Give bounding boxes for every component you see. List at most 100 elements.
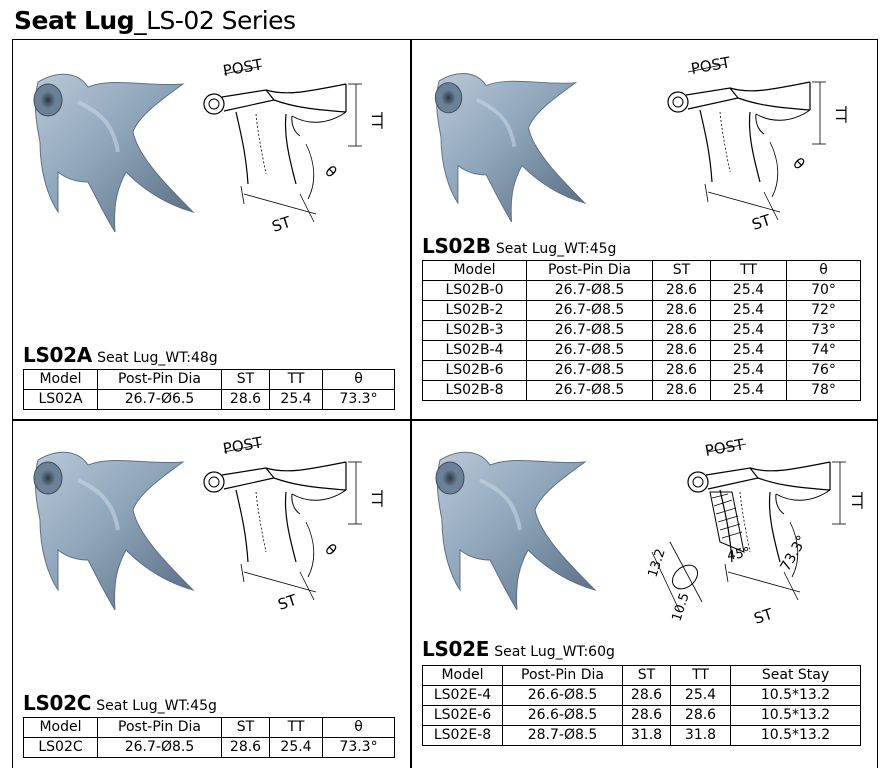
col-header: θ (322, 717, 395, 738)
table-cell: LS02B-4 (422, 340, 527, 361)
col-header: Post-Pin Dia (97, 717, 222, 738)
table-cell: 26.7-Ø8.5 (526, 320, 653, 341)
table-cell: 28.6 (221, 389, 270, 410)
table-cell: 28.6 (622, 705, 671, 726)
table-cell: 28.6 (221, 737, 270, 758)
table-row: LS02B-6 26.7-Ø8.5 28.6 25.4 76° (422, 360, 861, 381)
col-header: Post-Pin Dia (97, 369, 222, 390)
spec-table-ls02c: Model Post-Pin Dia ST TT θ LS02C 26.7-Ø8… (23, 717, 395, 758)
table-cell: 26.7-Ø8.5 (526, 380, 653, 401)
table-cell: 76° (786, 360, 861, 381)
col-header: Model (422, 260, 527, 281)
model-code-ls02e: LS02E (422, 637, 490, 661)
diagram-theta-label: θ (789, 154, 808, 173)
col-header: θ (322, 369, 395, 390)
table-cell: LS02B-0 (422, 280, 527, 301)
grid-horizontal-divider (12, 419, 878, 421)
table-cell: 26.6-Ø8.5 (502, 685, 623, 706)
table-header-row: Model Post-Pin Dia ST TT Seat Stay (422, 665, 861, 686)
lug-photo-ls02e (420, 440, 600, 610)
diagram-tt-label: TT (368, 489, 384, 507)
table-row: LS02C 26.7-Ø8.5 28.6 25.4 73.3° (23, 737, 395, 758)
table-cell: LS02A (23, 389, 98, 410)
col-header: Model (23, 369, 98, 390)
table-header-row: Model Post-Pin Dia ST TT θ (422, 260, 861, 281)
col-header: TT (670, 665, 731, 686)
table-cell: LS02E-6 (422, 705, 503, 726)
diagram-theta-label: θ (321, 540, 340, 559)
model-code-ls02a: LS02A (23, 343, 92, 367)
table-cell: 25.4 (269, 737, 323, 758)
diagram-post-label: POST (690, 53, 733, 78)
subtitle-ls02b: LS02B Seat Lug_WT:45g (422, 234, 616, 258)
lug-photo-ls02a (18, 62, 198, 232)
diagram-st-label: ST (270, 213, 294, 236)
lug-diagram-ls02a: POST TT θ ST (203, 55, 384, 236)
table-row: LS02E-8 28.7-Ø8.5 31.8 31.8 10.5*13.2 (422, 725, 861, 746)
table-cell: 25.4 (710, 280, 787, 301)
table-cell: LS02C (23, 737, 98, 758)
table-cell: 25.4 (710, 320, 787, 341)
diagram-st-label: ST (750, 211, 774, 234)
table-header-row: Model Post-Pin Dia ST TT θ (23, 717, 395, 738)
table-cell: LS02B-8 (422, 380, 527, 401)
table-cell: 26.7-Ø8.5 (526, 300, 653, 321)
table-cell: 73.3° (322, 737, 395, 758)
table-row: LS02B-3 26.7-Ø8.5 28.6 25.4 73° (422, 320, 861, 341)
subtitle-ls02e: LS02E Seat Lug_WT:60g (422, 637, 615, 661)
diagram-st-label: ST (752, 605, 776, 628)
diagram-post-label: POST (222, 55, 265, 80)
table-cell: 26.7-Ø6.5 (97, 389, 222, 410)
table-cell: 28.6 (652, 300, 711, 321)
table-row: LS02E-4 26.6-Ø8.5 28.6 25.4 10.5*13.2 (422, 685, 861, 706)
lug-diagram-ls02e: POST TT 45° 73.3° 13.2 10.5 ST (646, 435, 864, 628)
table-cell: 25.4 (670, 685, 731, 706)
diagram-angle-45-label: 45° (726, 545, 751, 564)
spec-table-ls02b: Model Post-Pin Dia ST TT θ LS02B-0 26.7-… (422, 260, 861, 401)
table-cell: LS02B-6 (422, 360, 527, 381)
table-cell: 74° (786, 340, 861, 361)
table-cell: 78° (786, 380, 861, 401)
weight-ls02b: Seat Lug_WT:45g (495, 241, 617, 257)
model-code-ls02b: LS02B (422, 234, 491, 258)
subtitle-ls02c: LS02C Seat Lug_WT:45g (23, 691, 217, 715)
col-header: Model (422, 665, 503, 686)
diagram-theta-label: θ (321, 162, 340, 181)
table-cell: 25.4 (710, 300, 787, 321)
model-code-ls02c: LS02C (23, 691, 92, 715)
weight-ls02a: Seat Lug_WT:48g (97, 350, 218, 366)
col-header: TT (710, 260, 787, 281)
table-cell: 25.4 (710, 360, 787, 381)
table-cell: 26.7-Ø8.5 (526, 360, 653, 381)
col-header: θ (786, 260, 861, 281)
table-header-row: Model Post-Pin Dia ST TT θ (23, 369, 395, 390)
diagram-tt-label: TT (848, 491, 864, 509)
page-title-series: _LS-02 Series (134, 6, 296, 35)
lug-photo-ls02c (18, 440, 198, 610)
table-cell: 73.3° (322, 389, 395, 410)
table-row: LS02B-0 26.7-Ø8.5 28.6 25.4 70° (422, 280, 861, 301)
table-cell: 10.5*13.2 (730, 725, 861, 746)
lug-diagram-ls02b: POST TT θ ST (667, 53, 848, 234)
col-header: ST (221, 717, 270, 738)
col-header: Seat Stay (730, 665, 861, 686)
table-cell: 28.6 (622, 685, 671, 706)
col-header: Model (23, 717, 98, 738)
col-header: Post-Pin Dia (526, 260, 653, 281)
table-row: LS02B-2 26.7-Ø8.5 28.6 25.4 72° (422, 300, 861, 321)
grid-frame (12, 39, 878, 768)
table-cell: 28.6 (652, 280, 711, 301)
table-cell: 10.5*13.2 (730, 685, 861, 706)
table-cell: 31.8 (622, 725, 671, 746)
table-cell: 26.7-Ø8.5 (526, 340, 653, 361)
table-row: LS02A 26.7-Ø6.5 28.6 25.4 73.3° (23, 389, 395, 410)
spec-table-ls02e: Model Post-Pin Dia ST TT Seat Stay LS02E… (422, 665, 861, 746)
col-header: ST (221, 369, 270, 390)
table-cell: 28.6 (652, 340, 711, 361)
table-cell: 28.6 (652, 360, 711, 381)
table-cell: 28.6 (652, 320, 711, 341)
diagram-post-label: POST (222, 433, 265, 458)
col-header: TT (269, 717, 323, 738)
weight-ls02c: Seat Lug_WT:45g (96, 698, 217, 714)
table-cell: 25.4 (269, 389, 323, 410)
